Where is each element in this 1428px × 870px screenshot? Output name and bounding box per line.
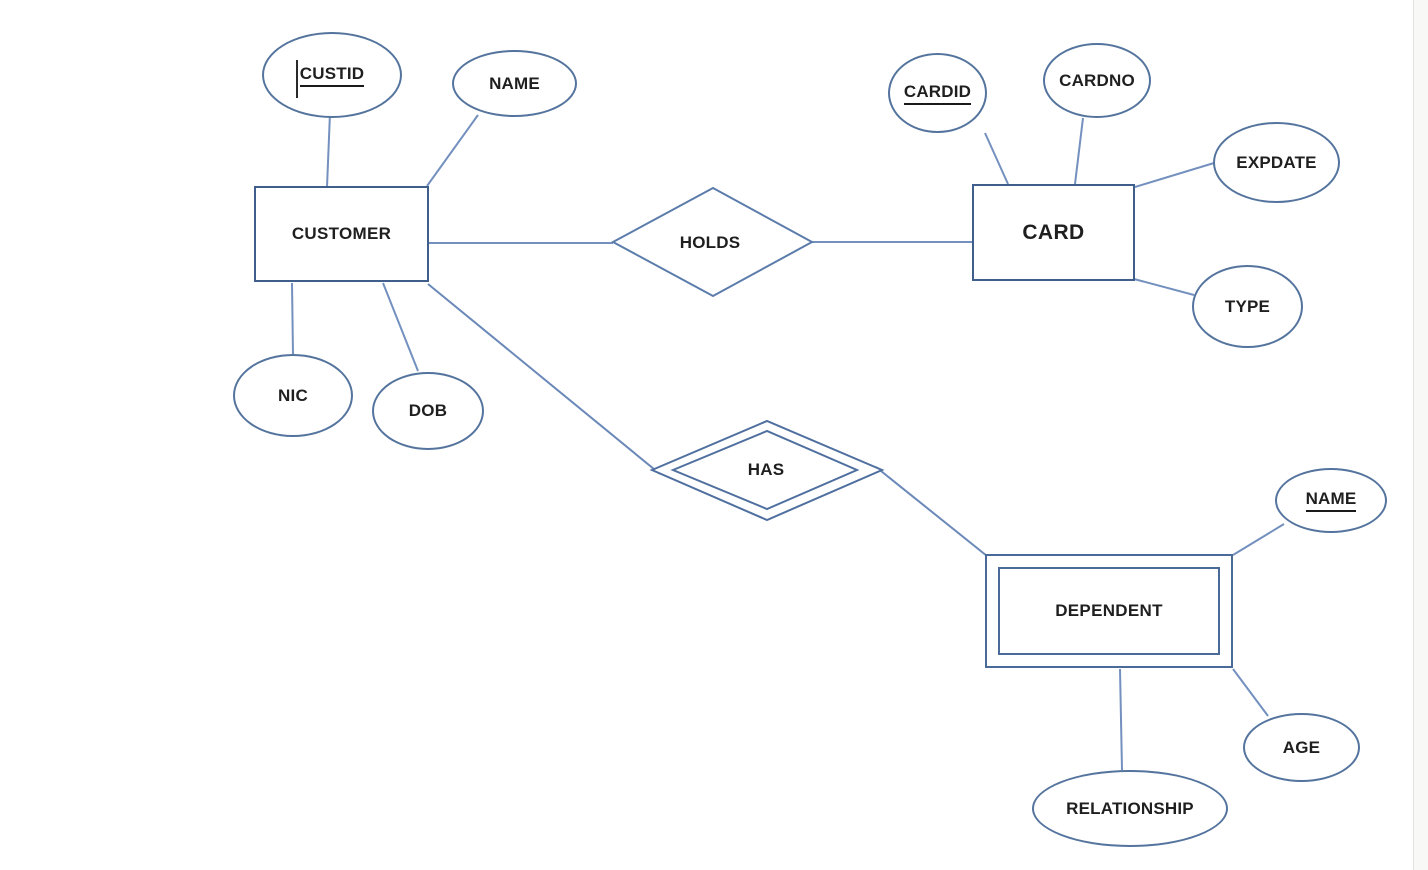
- edge-customer-dob: [382, 282, 419, 372]
- attribute-relationship: RELATIONSHIP: [1032, 770, 1228, 847]
- attribute-dob-label: DOB: [408, 401, 448, 420]
- relationship-has-label: HAS: [747, 460, 785, 479]
- attribute-cardno: CARDNO: [1043, 43, 1151, 118]
- edge-card-expdate: [1134, 162, 1215, 188]
- attribute-dependent-name-label: NAME: [1305, 489, 1357, 512]
- attribute-dob: DOB: [372, 372, 484, 450]
- attribute-type-label: TYPE: [1224, 296, 1271, 316]
- attribute-customer-name: NAME: [452, 50, 577, 117]
- edge-customer-nic: [291, 282, 294, 356]
- page-right-margin: [1414, 0, 1428, 870]
- entity-dependent-inner-border: DEPENDENT: [998, 567, 1220, 655]
- attribute-type: TYPE: [1192, 265, 1303, 348]
- attribute-customer-name-label: NAME: [489, 73, 540, 93]
- attribute-cardid-label: CARDID: [903, 82, 972, 105]
- edge-cardno-card: [1074, 117, 1084, 185]
- entity-card: CARD: [972, 184, 1135, 281]
- relationship-holds-label: HOLDS: [679, 233, 741, 252]
- edge-cardid-card: [984, 132, 1009, 185]
- entity-customer-label: CUSTOMER: [291, 224, 392, 243]
- edge-card-type: [1133, 278, 1195, 296]
- attribute-cardno-label: CARDNO: [1059, 70, 1135, 90]
- edge-dependent-age: [1232, 668, 1269, 717]
- page-right-divider: [1413, 0, 1414, 870]
- attribute-nic: NIC: [233, 354, 353, 437]
- edge-customer-has: [427, 283, 661, 475]
- attribute-custid-label: CUSTID: [299, 64, 365, 87]
- attribute-nic-label: NIC: [278, 385, 308, 405]
- attribute-relationship-label: RELATIONSHIP: [1066, 798, 1194, 818]
- edge-dependent-relationship: [1119, 668, 1123, 771]
- attribute-age-label: AGE: [1282, 737, 1321, 757]
- holds-diamond: [610, 186, 815, 298]
- edge-name-customer: [426, 114, 479, 187]
- edge-dependent-name: [1232, 523, 1285, 556]
- has-diamond-inner: [670, 429, 860, 511]
- custid-caret-mark: [296, 60, 298, 98]
- entity-dependent-label: DEPENDENT: [1055, 601, 1163, 620]
- entity-customer: CUSTOMER: [254, 186, 429, 282]
- attribute-age: AGE: [1243, 713, 1360, 782]
- attribute-cardid: CARDID: [888, 53, 987, 133]
- attribute-expdate-label: EXPDATE: [1236, 152, 1317, 172]
- attribute-custid: CUSTID: [262, 32, 402, 118]
- edge-has-dependent: [875, 466, 988, 557]
- attribute-expdate: EXPDATE: [1213, 122, 1340, 203]
- edge-custid-customer: [326, 112, 331, 188]
- attribute-dependent-name: NAME: [1275, 468, 1387, 533]
- entity-dependent-weak: DEPENDENT: [985, 554, 1233, 668]
- entity-card-label: CARD: [1022, 220, 1085, 244]
